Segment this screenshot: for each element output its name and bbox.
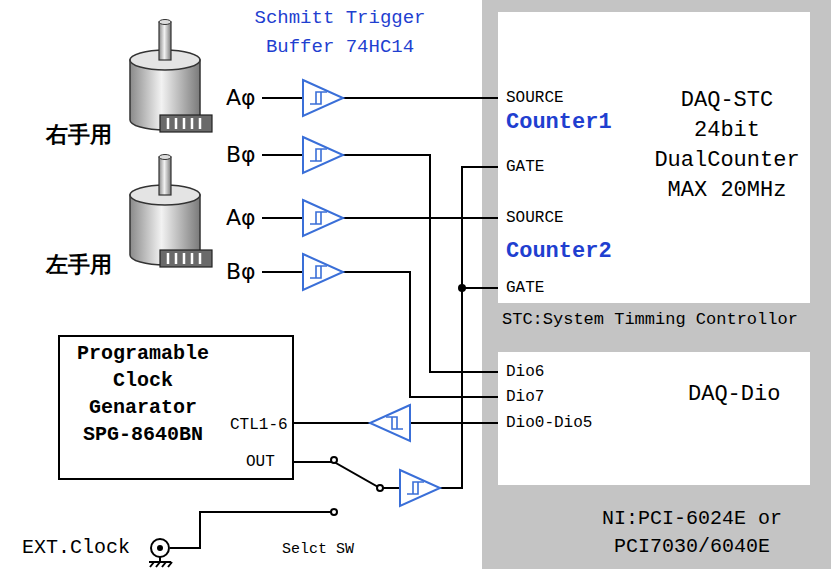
rotary-encoder (130, 20, 212, 133)
pin-name: OUT (246, 452, 275, 472)
board-name: NI:PCI-6024E or PCI7030/6040E (592, 505, 792, 561)
input-label: EXT.Clock (22, 536, 130, 560)
schmitt-buffer (303, 137, 343, 173)
signal-wires (149, 98, 498, 567)
block-title: DAQ-STC 24bit DualCounter MAX 20MHz (648, 86, 806, 206)
counter-block: DAQ-STC 24bit DualCounter MAX 20MHzSOURC… (498, 12, 810, 303)
counter-name: Counter2 (506, 240, 612, 264)
block-title: DAQ-Dio (688, 383, 780, 407)
signal-name: Bφ (226, 141, 256, 169)
hand-label: 左手用 (46, 252, 112, 278)
pin-name: GATE (506, 278, 544, 298)
dio-block: DAQ-Dio Dio6Dio7Dio0-Dio5 (498, 352, 810, 485)
pin-name: Dio0-Dio5 (506, 413, 592, 433)
switch-label: Selct SW (282, 540, 354, 560)
schmitt-buffer (303, 200, 343, 236)
schmitt-buffer (400, 470, 440, 506)
board-panel (482, 0, 831, 569)
block-note: STC:System Timming Controllor (502, 310, 798, 330)
schmitt-buffer (303, 80, 343, 116)
component-label: Schmitt Trigger Buffer 74HC14 (240, 4, 440, 62)
pin-name: GATE (506, 157, 544, 177)
pin-name: Dio6 (506, 362, 544, 382)
pin-name: SOURCE (506, 88, 564, 108)
hand-label: 右手用 (46, 122, 112, 148)
junction-dot (458, 284, 466, 292)
select-switch (331, 457, 383, 515)
pin-name: CTL1-6 (230, 415, 288, 435)
schmitt-buffer (303, 254, 343, 290)
clock-generator-box: Programable Clock Genarator SPG-8640BN CT… (58, 335, 294, 480)
pin-name: Dio7 (506, 387, 544, 407)
schmitt-buffer (370, 405, 410, 441)
board-panel: NI:PCI-6024E or PCI7030/6040E DAQ-STC 24b… (482, 0, 831, 569)
signal-name: Aφ (226, 84, 256, 112)
rotary-encoder (130, 155, 212, 268)
signal-name: Bφ (226, 258, 256, 286)
signal-name: Aφ (226, 204, 256, 232)
counter-name: Counter1 (506, 111, 612, 135)
pin-name: SOURCE (506, 208, 564, 228)
bnc-connector (151, 539, 169, 557)
signal-wire (294, 167, 498, 488)
box-title: Programable Clock Genarator SPG-8640BN (68, 340, 218, 448)
